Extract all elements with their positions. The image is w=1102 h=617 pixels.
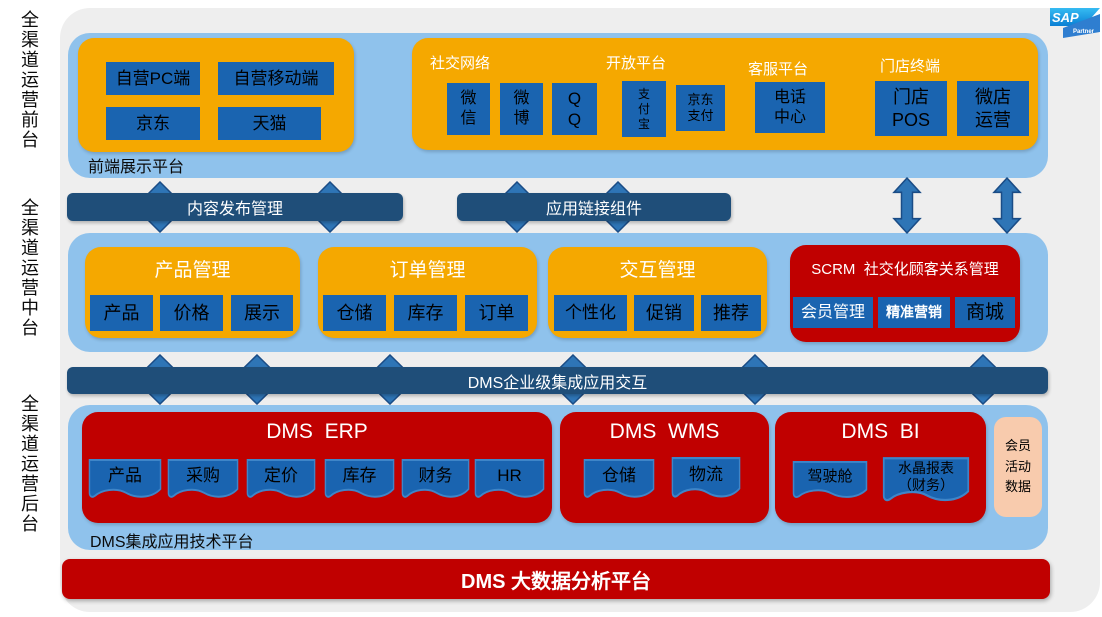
- channel-jd: 京东: [106, 107, 200, 140]
- dms-bi-title: DMS BI: [841, 420, 920, 443]
- interaction-mgmt-title: 交互管理: [619, 260, 696, 281]
- updown-arrow-icon: [892, 177, 922, 234]
- bi-module-label: 驾驶舱: [807, 468, 853, 485]
- interaction-mgmt-box: 交互管理 个性化 促销 推荐: [548, 247, 767, 338]
- scrm-title: SCRM 社交化顾客关系管理: [811, 261, 999, 278]
- wms-module-warehouse: 仓储: [583, 458, 655, 502]
- product-mgmt-box: 产品管理 产品 价格 展示: [85, 247, 300, 338]
- erp-module-inventory: 库存: [324, 458, 395, 502]
- document-shape-icon: [324, 459, 395, 498]
- mid-stage-section: 产品管理 产品 价格 展示 订单管理 仓储 库存 订单 交互管理 个性化 促销 …: [68, 233, 1048, 352]
- document-shape-icon: [88, 459, 162, 498]
- channel-qq: Q Q: [552, 83, 597, 135]
- channel-own-pc: 自营PC端: [106, 62, 200, 95]
- channel-own-mobile: 自营移动端: [218, 62, 334, 95]
- sap-partner-logo: SAP Partner: [1048, 7, 1102, 40]
- bigdata-platform-bar: DMS 大数据分析平台: [62, 559, 1050, 599]
- own-channels-box: 自营PC端 自营移动端 京东 天猫: [78, 38, 354, 152]
- document-shape-icon: [474, 459, 545, 498]
- app-link-bar: 应用链接组件: [457, 193, 731, 221]
- erp-module-label: 库存: [342, 465, 377, 485]
- wms-module-label: 物流: [689, 464, 723, 484]
- document-shape-icon: [792, 460, 868, 498]
- erp-module-label: 财务: [418, 465, 453, 485]
- group-label-open: 开放平台: [606, 55, 667, 72]
- group-label-social: 社交网络: [430, 55, 491, 72]
- channel-tmall: 天猫: [218, 107, 321, 140]
- dms-wms-box: DMS WMS 仓储 物流: [560, 412, 769, 523]
- document-shape-icon: [882, 457, 970, 502]
- member-activity-data-box: 会员 活动 数据: [994, 417, 1042, 517]
- updown-arrow-icon: [992, 177, 1022, 234]
- document-shape-icon: [583, 459, 655, 498]
- partner-band-shape: [1063, 14, 1100, 38]
- erp-module-product: 产品: [88, 458, 162, 502]
- side-label-front: 全渠道运营前台: [19, 10, 39, 150]
- module-personalization: 个性化: [554, 295, 627, 331]
- erp-module-pricing: 定价: [246, 458, 316, 502]
- dms-bi-box: DMS BI 驾驶舱 水晶报表 （财务）: [775, 412, 986, 523]
- erp-module-procurement: 采购: [167, 458, 239, 502]
- dms-integration-bar: DMS企业级集成应用交互: [67, 367, 1048, 394]
- module-warehouse: 仓储: [323, 295, 386, 331]
- module-promotion: 促销: [634, 295, 694, 331]
- channel-wechat: 微 信: [447, 83, 490, 135]
- bi-module-cockpit: 驾驶舱: [792, 460, 868, 502]
- module-member-mgmt: 会员管理: [793, 297, 873, 328]
- partner-text: Partner: [1073, 29, 1095, 35]
- order-mgmt-title: 订单管理: [389, 260, 466, 281]
- module-order: 订单: [465, 295, 528, 331]
- back-stage-section: DMS ERP 产品 采购 定价 库存 财务: [68, 405, 1048, 551]
- module-product: 产品: [90, 295, 153, 331]
- wms-module-label: 仓储: [602, 465, 636, 485]
- scrm-box: SCRM 社交化顾客关系管理 会员管理 精准营销 商城: [790, 245, 1020, 342]
- document-shape-icon: [401, 459, 470, 498]
- module-precision-marketing: 精准营销: [878, 297, 950, 328]
- bi-module-crystal-reports: 水晶报表 （财务）: [882, 456, 970, 506]
- dms-erp-title: DMS ERP: [266, 420, 368, 443]
- side-label-back: 全渠道运营后台: [19, 394, 39, 534]
- dms-wms-title: DMS WMS: [609, 420, 720, 443]
- module-price: 价格: [160, 295, 223, 331]
- group-label-store: 门店终端: [880, 58, 941, 75]
- content-publish-bar: 内容发布管理: [67, 193, 403, 221]
- front-stage-section: 自营PC端 自营移动端 京东 天猫 社交网络 微 信 微 博 Q Q 开放平台 …: [68, 33, 1048, 178]
- wms-module-logistics: 物流: [671, 456, 741, 502]
- sap-logo-text: SAP: [1052, 10, 1079, 25]
- document-shape-icon: [246, 459, 316, 498]
- channel-store-pos: 门店 POS: [875, 81, 947, 136]
- erp-module-label: 定价: [264, 465, 298, 485]
- document-shape-icon: [671, 457, 741, 498]
- erp-module-hr: HR: [474, 458, 545, 502]
- product-mgmt-title: 产品管理: [154, 260, 231, 281]
- erp-module-label: 产品: [108, 465, 142, 485]
- channel-callcenter: 电话 中心: [755, 82, 825, 133]
- back-platform-label: DMS集成应用技术平台: [90, 534, 254, 551]
- erp-module-label: HR: [497, 465, 522, 485]
- module-recommend: 推荐: [701, 295, 761, 331]
- channel-wstore: 微店 运营: [957, 81, 1029, 136]
- module-mall: 商城: [955, 297, 1015, 328]
- group-label-service: 客服平台: [748, 61, 809, 78]
- erp-module-finance: 财务: [401, 458, 470, 502]
- channel-weibo: 微 博: [500, 83, 543, 135]
- channel-alipay: 支 付 宝: [622, 81, 666, 137]
- order-mgmt-box: 订单管理 仓储 库存 订单: [318, 247, 537, 338]
- erp-module-label: 采购: [186, 465, 220, 485]
- dms-erp-box: DMS ERP 产品 采购 定价 库存 财务: [82, 412, 552, 523]
- channel-jdpay: 京东 支付: [676, 85, 725, 131]
- module-inventory: 库存: [394, 295, 457, 331]
- external-channels-box: 社交网络 微 信 微 博 Q Q 开放平台 支 付 宝 京东 支付 客服平台 电…: [412, 38, 1038, 150]
- front-platform-label: 前端展示平台: [88, 159, 185, 176]
- document-shape-icon: [167, 459, 239, 498]
- module-display: 展示: [231, 295, 293, 331]
- bi-module-label: 水晶报表 （财务）: [898, 460, 954, 493]
- side-label-middle: 全渠道运营中台: [19, 198, 39, 338]
